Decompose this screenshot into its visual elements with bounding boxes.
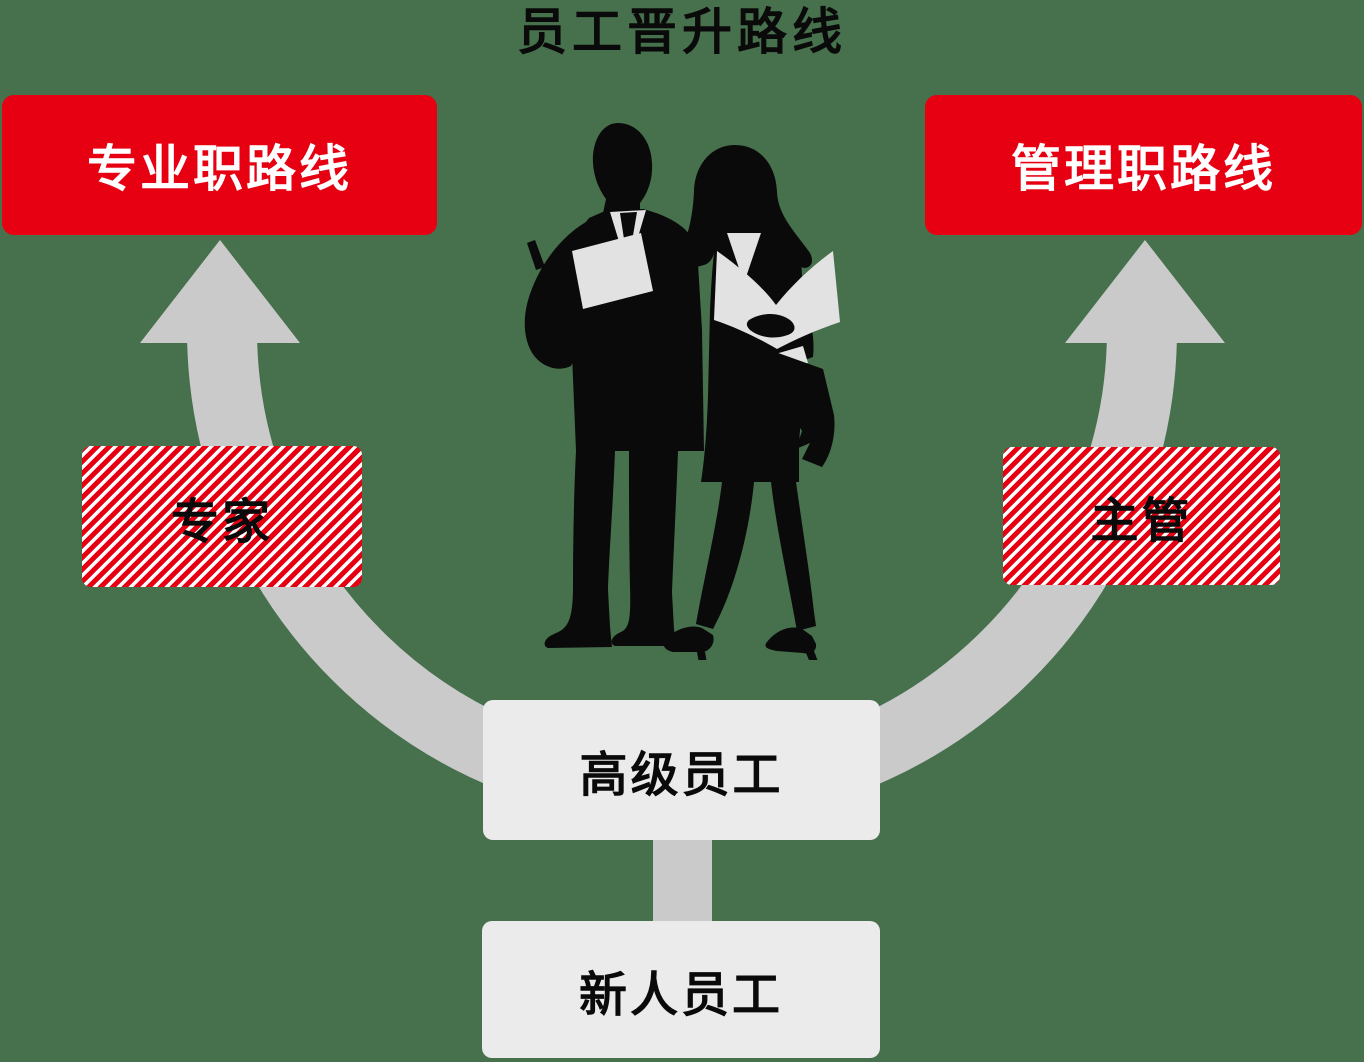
new-employee-label: 新人员工: [578, 968, 783, 1022]
professional-route-label: 专业职路线: [87, 141, 352, 197]
supervisor-box: 主管: [1003, 447, 1280, 585]
expert-box: 专家: [82, 446, 362, 587]
businessman-silhouette: [524, 123, 704, 648]
management-route-label: 管理职路线: [1011, 141, 1276, 197]
management-route-box: 管理职路线: [925, 95, 1362, 235]
businesswoman-silhouette: [663, 145, 840, 660]
businesspeople-silhouette-icon: [524, 123, 840, 660]
professional-route-box: 专业职路线: [2, 95, 437, 235]
supervisor-label: 主管: [1090, 495, 1193, 548]
up-arrow-right-icon: [1065, 240, 1225, 343]
level-connector: [653, 836, 712, 926]
senior-employee-box: 高级员工: [483, 700, 880, 840]
expert-label: 专家: [170, 495, 273, 549]
up-arrow-left-icon: [140, 240, 300, 343]
senior-employee-label: 高级员工: [579, 749, 784, 802]
page-title: 员工晋升路线: [517, 4, 847, 60]
new-employee-box: 新人员工: [482, 921, 880, 1058]
